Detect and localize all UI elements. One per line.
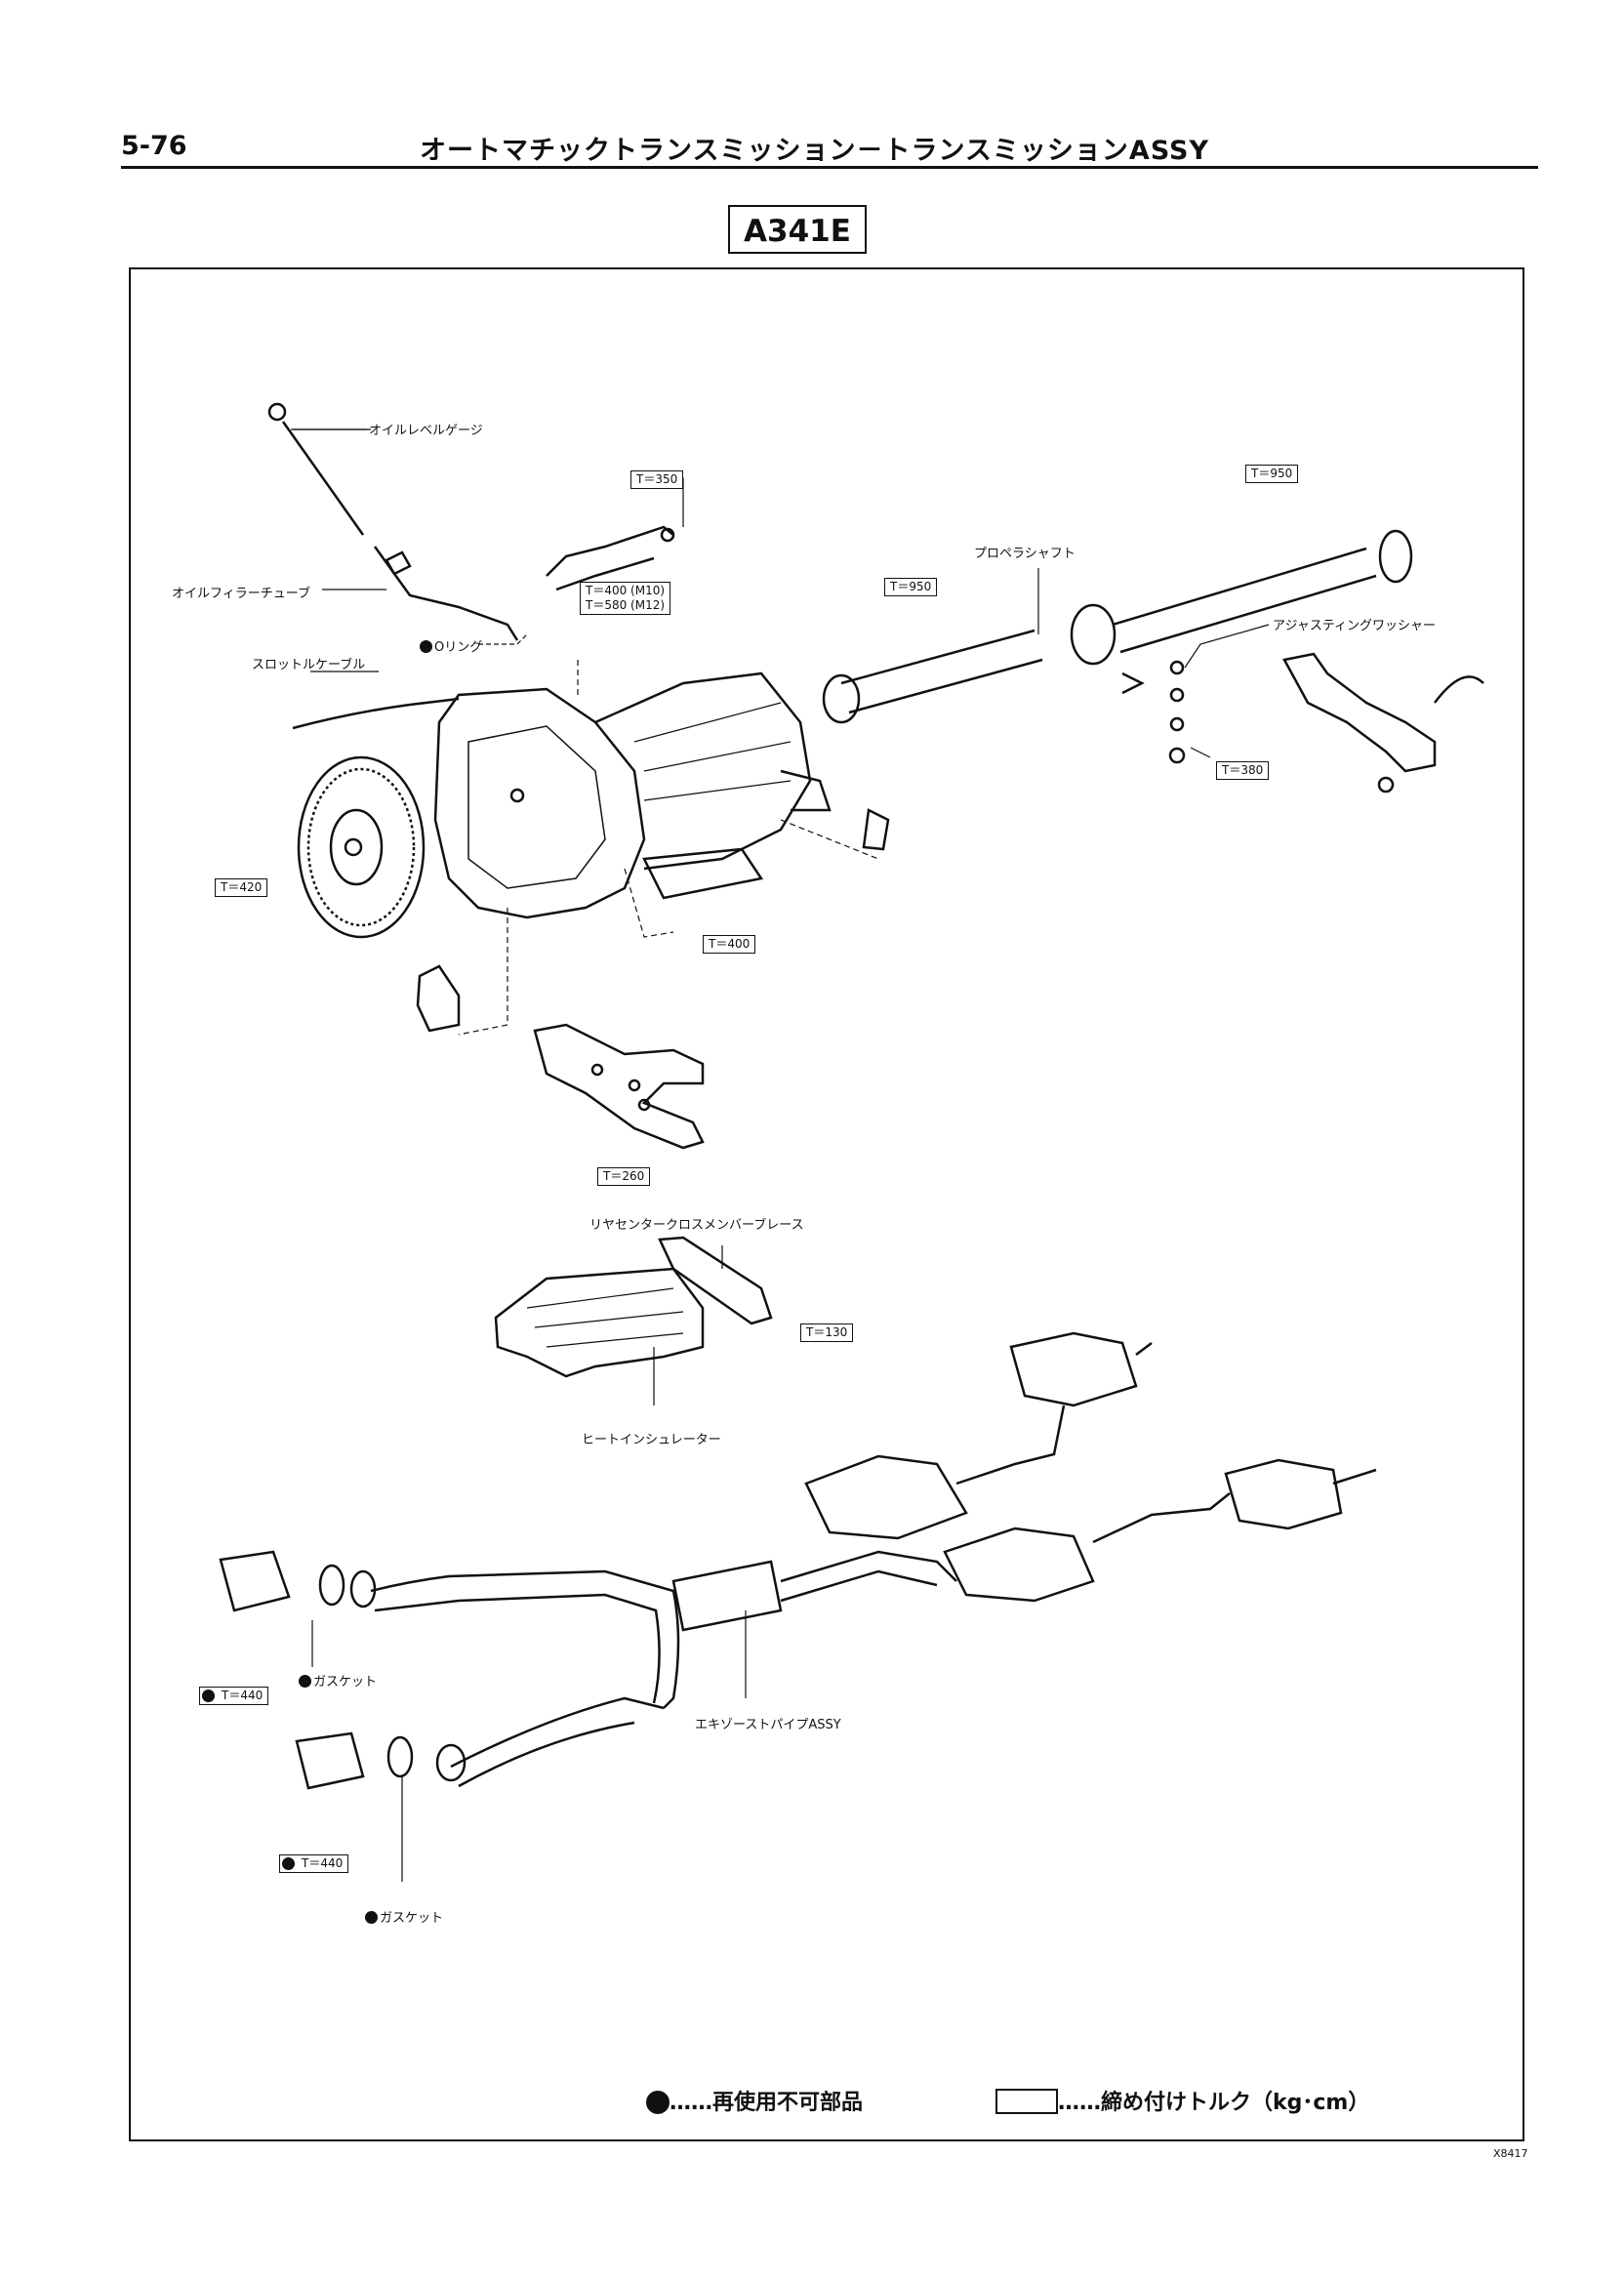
torque-legend-box <box>995 2089 1058 2114</box>
label-propeller-shaft: プロペラシャフト <box>974 547 1076 561</box>
header-rule <box>121 166 1538 169</box>
label-gasket-lower: ガスケット <box>365 1907 443 1926</box>
crossmember-brace <box>658 1236 773 1325</box>
torque-box: T＝260 <box>597 1167 651 1186</box>
torque-box: T＝950 <box>884 578 938 596</box>
page-number: 5-76 <box>121 131 187 161</box>
torque-box: T＝130 <box>800 1323 854 1342</box>
torque-box: T＝420 <box>215 878 268 897</box>
transmission-body <box>594 672 812 871</box>
rear-crossmember <box>533 1023 705 1150</box>
torque-m12: T＝580 (M12) <box>586 598 666 612</box>
non-reusable-marker <box>282 1857 295 1870</box>
o-ring-text: Oリング <box>434 640 483 655</box>
non-reusable-marker <box>202 1690 215 1702</box>
oil-pan <box>642 847 764 900</box>
pre-muffler <box>671 1560 783 1632</box>
tail-muffler-left <box>1009 1331 1138 1407</box>
label-o-ring: Oリング <box>420 636 482 655</box>
torque-converter <box>297 755 426 939</box>
torque-box: T＝400 <box>703 935 756 954</box>
propeller-shaft-front <box>840 629 1035 685</box>
non-reusable-marker <box>365 1911 378 1924</box>
gasket-text: ガスケット <box>380 1911 444 1926</box>
non-reusable-legend-dot <box>646 2091 670 2114</box>
main-muffler-left <box>804 1454 968 1540</box>
legend-torque: ……締め付けトルク（kg･cm） <box>995 2085 1369 2116</box>
exhaust-front-pipe-upper <box>370 1569 680 1709</box>
main-muffler-right <box>943 1527 1095 1603</box>
exhaust-front-pipe-lower <box>450 1696 665 1769</box>
legend-non-reusable: ……再使用不可部品 <box>646 2085 863 2116</box>
figure-code: X8417 <box>1493 2147 1528 2160</box>
model-box: A341E <box>728 205 867 254</box>
torque-m10: T＝400 (M10) <box>586 584 666 597</box>
non-reusable-marker <box>299 1675 311 1688</box>
catalytic-converter-lower <box>295 1731 365 1790</box>
non-reusable-marker <box>420 640 432 653</box>
label-oil-level-gauge: オイルレベルゲージ <box>369 424 483 438</box>
label-throttle-cable: スロットルケーブル <box>252 658 366 672</box>
oil-filler-tube <box>373 546 519 641</box>
heat-insulator <box>494 1267 705 1378</box>
center-bearing <box>1070 603 1116 666</box>
label-heat-insulator: ヒートインシュレーター <box>582 1433 721 1447</box>
bell-housing <box>433 687 646 919</box>
torque-box: T＝380 <box>1216 761 1270 780</box>
torque-value: T＝440 <box>222 1689 264 1702</box>
label-exhaust-pipe-assy: エキゾーストパイプASSY <box>695 1718 841 1732</box>
label-adjusting-washer: アジャスティングワッシャー <box>1273 619 1437 633</box>
throttle-cable <box>292 697 460 730</box>
legend-non-reusable-text: ……再使用不可部品 <box>670 2091 864 2115</box>
diagram-frame <box>129 267 1524 2141</box>
torque-box-m10-m12: T＝400 (M10) T＝580 (M12) <box>580 582 671 615</box>
rear-mount <box>416 964 461 1033</box>
oil-level-gauge-rod <box>281 421 365 536</box>
torque-value: T＝440 <box>302 1856 344 1870</box>
torque-box: T＝950 <box>1245 465 1299 483</box>
gauge-ring <box>267 402 287 422</box>
catalytic-converter-upper <box>219 1550 291 1612</box>
torque-box-non-reusable: T＝440 <box>199 1687 269 1705</box>
label-gasket-upper: ガスケット <box>299 1671 377 1690</box>
page-title: オートマチックトランスミッション－トランスミッションASSY <box>420 136 1210 166</box>
label-oil-filler-tube: オイルフィラーチューブ <box>172 587 310 601</box>
propeller-shaft-rear <box>1112 547 1377 654</box>
gasket-text: ガスケット <box>313 1675 378 1690</box>
torque-box-non-reusable: T＝440 <box>279 1854 349 1873</box>
label-crossmember-brace: リヤセンタークロスメンバーブレース <box>589 1218 804 1233</box>
tail-muffler-right <box>1224 1458 1343 1530</box>
legend-torque-text: ……締め付けトルク（kg･cm） <box>1058 2091 1370 2115</box>
torque-box: T＝350 <box>630 470 684 489</box>
